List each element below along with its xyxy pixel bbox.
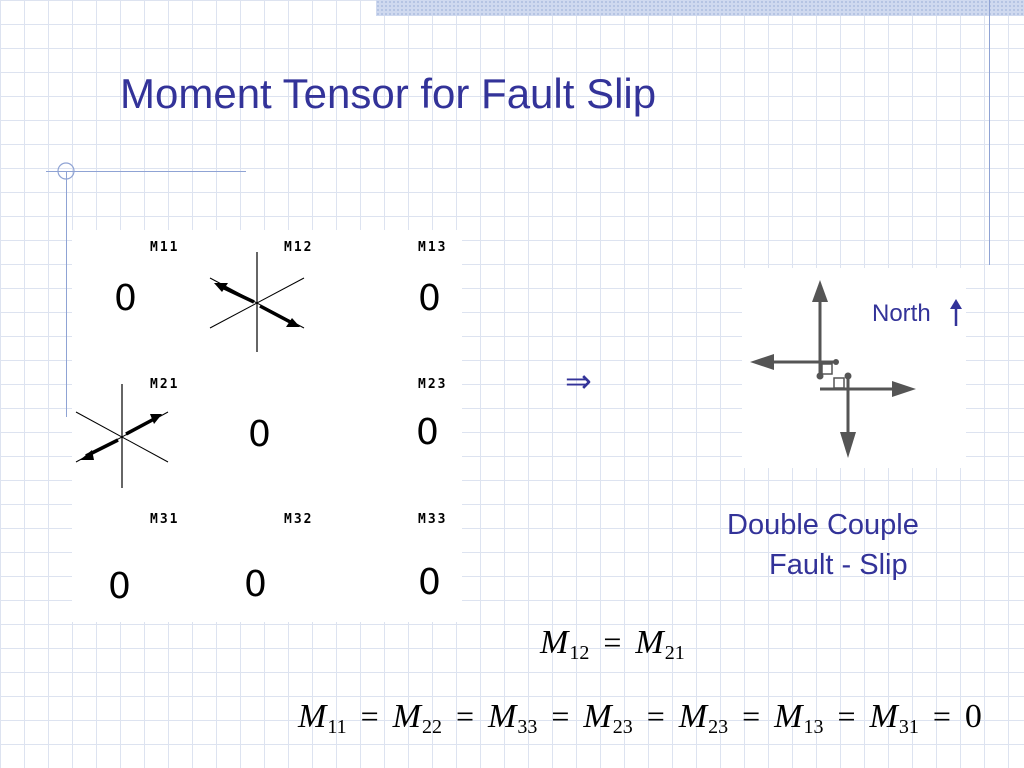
equation-m12-equals-m21: M12 = M21	[540, 624, 685, 664]
double-couple-caption: Double Couple Fault - Slip	[727, 505, 919, 585]
eq2-subscript: 31	[898, 716, 919, 738]
fault-slip-m21-icon	[75, 384, 169, 488]
eq1-equals: =	[603, 624, 622, 660]
double-couple-diagram-icon	[750, 280, 916, 458]
cell-m31-zero: 0	[108, 566, 131, 607]
eq2-subscript: 23	[612, 716, 633, 738]
cell-m22-zero: 0	[248, 414, 271, 455]
eq2-subscript: 11	[327, 716, 347, 738]
eq2-symbol: M	[298, 698, 327, 735]
label-m13: M13	[418, 240, 448, 255]
eq1-subscript-b: 21	[664, 642, 685, 664]
eq1-subscript-a: 12	[569, 642, 590, 664]
eq2-zero: 0	[964, 698, 982, 735]
decorative-vertical-line-left	[66, 172, 67, 417]
eq2-symbol: M	[583, 698, 612, 735]
implies-arrow-icon: ⇒	[565, 362, 592, 400]
label-m31: M31	[150, 512, 180, 527]
north-arrow-icon	[950, 299, 962, 326]
eq1-symbol-a: M	[540, 624, 569, 661]
eq1-symbol-b: M	[635, 624, 664, 661]
cell-m33-zero: 0	[418, 562, 441, 603]
label-m21: M21	[150, 377, 180, 392]
eq2-equals: =	[360, 698, 379, 734]
eq2-equals: =	[837, 698, 856, 734]
eq2-equals: =	[551, 698, 570, 734]
label-m12: M12	[284, 240, 314, 255]
cell-m23-zero: 0	[416, 412, 439, 453]
eq2-symbol: M	[678, 698, 708, 735]
equation-diagonal-zero: M11 = M22 = M33 = M23 = M23 = M13 = M31 …	[298, 698, 982, 738]
label-m23: M23	[418, 377, 448, 392]
decorative-horizontal-line	[46, 171, 246, 172]
decorative-header-bar	[376, 0, 1024, 16]
crosshair-ornament-icon	[57, 162, 75, 180]
moment-tensor-matrix: M11 0 M12 M13 0 M21 0 M23 0 M31 0 M32 0 …	[72, 230, 462, 622]
label-m11: M11	[150, 240, 180, 255]
label-m33: M33	[418, 512, 448, 527]
eq2-equals: =	[646, 698, 665, 734]
eq2-symbol: M	[869, 698, 898, 735]
eq2-symbol: M	[392, 698, 421, 735]
north-label: North	[872, 300, 931, 327]
cell-m13-zero: 0	[418, 278, 441, 319]
double-couple-line-1: Double Couple	[727, 509, 919, 541]
cell-m32-zero: 0	[244, 564, 267, 605]
eq2-subscript: 22	[421, 716, 442, 738]
label-m32: M32	[284, 512, 314, 527]
eq2-equals: =	[742, 698, 761, 734]
eq2-equals: =	[455, 698, 475, 734]
eq2-subscript: 13	[803, 716, 824, 738]
double-couple-line-2: Fault - Slip	[769, 549, 908, 581]
eq2-symbol: M	[774, 698, 803, 735]
decorative-vertical-line-right	[989, 0, 990, 265]
double-couple-panel	[742, 268, 966, 468]
eq2-subscript: 33	[517, 716, 538, 738]
cell-m11-zero: 0	[114, 278, 137, 319]
fault-slip-m12-icon	[209, 252, 305, 352]
eq2-subscript: 23	[708, 716, 729, 738]
slide-title: Moment Tensor for Fault Slip	[120, 70, 657, 117]
eq2-symbol: M	[488, 698, 517, 735]
eq2-equals: =	[932, 698, 951, 734]
